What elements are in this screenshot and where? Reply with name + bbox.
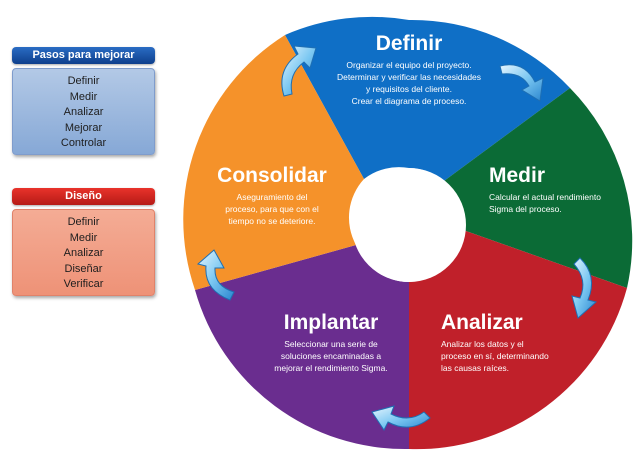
segment-implantar xyxy=(195,245,409,450)
segment-consolidar xyxy=(183,35,364,290)
design-panel: Diseño Definir Medir Analizar Diseñar Ve… xyxy=(12,188,155,296)
segment-definir xyxy=(409,19,570,182)
list-item: Verificar xyxy=(63,278,104,290)
segment-desc-consolidar-line: tiempo no se deteriore. xyxy=(229,216,316,226)
list-item: Controlar xyxy=(60,137,107,149)
segment-definir-left xyxy=(285,16,409,179)
segment-desc-implantar-line: Seleccionar una serie de xyxy=(284,339,378,349)
segment-desc-analizar-line: Analizar los datos y el xyxy=(441,339,524,349)
segment-desc-consolidar-line: Aseguramiento del xyxy=(237,192,308,202)
design-title: Diseño xyxy=(12,188,155,205)
wheel-center xyxy=(352,168,466,282)
arrow-definir-to-medir-icon xyxy=(499,64,544,102)
segment-title-consolidar: Consolidar xyxy=(217,164,327,187)
segment-analizar xyxy=(409,230,627,450)
list-item: Analizar xyxy=(63,247,104,259)
list-item: Analizar xyxy=(63,106,104,118)
segment-desc-definir-line: Organizar el equipo del proyecto. xyxy=(346,60,471,70)
segment-title-analizar: Analizar xyxy=(441,311,523,334)
arrow-implantar-to-consolidar-icon xyxy=(196,249,235,301)
segment-desc-implantar-line: mejorar el rendimiento Sigma. xyxy=(274,363,387,373)
arrow-medir-to-analizar-icon xyxy=(571,257,598,319)
design-list: Definir Medir Analizar Diseñar Verificar xyxy=(12,209,155,296)
arrow-consolidar-to-definir-icon xyxy=(281,45,317,97)
list-item: Medir xyxy=(69,90,98,103)
segment-desc-medir-line: Calcular el actual rendimiento xyxy=(489,192,601,202)
segment-desc-definir-line: y requisitos del cliente. xyxy=(366,84,452,94)
segment-desc-implantar-line: soluciones encaminadas a xyxy=(281,351,381,361)
segment-title-implantar: Implantar xyxy=(284,311,379,334)
list-item: Medir xyxy=(69,231,98,244)
list-item: Diseñar xyxy=(64,262,103,275)
segment-desc-medir-line: Sigma del proceso. xyxy=(489,204,562,214)
segment-desc-consolidar-line: proceso, para que con el xyxy=(225,204,319,214)
segment-title-definir: Definir xyxy=(376,32,443,55)
segment-desc-analizar-line: proceso en sí, determinando xyxy=(441,351,549,361)
list-item: Definir xyxy=(67,216,100,228)
segment-medir xyxy=(444,88,633,288)
segment-title-medir: Medir xyxy=(489,164,545,187)
list-item: Mejorar xyxy=(64,121,103,134)
segment-desc-analizar-line: las causas raíces. xyxy=(441,363,509,373)
arrow-analizar-to-implantar-icon xyxy=(371,405,431,431)
steps-to-improve-panel: Pasos para mejorar Definir Medir Analiza… xyxy=(12,47,155,155)
segment-desc-definir-line: Determinar y verificar las necesidades xyxy=(337,72,481,82)
segment-desc-definir-line: Crear el diagrama de proceso. xyxy=(352,96,467,106)
steps-to-improve-list: Definir Medir Analizar Mejorar Controlar xyxy=(12,68,155,155)
list-item: Definir xyxy=(67,75,100,87)
steps-to-improve-title: Pasos para mejorar xyxy=(12,47,155,64)
